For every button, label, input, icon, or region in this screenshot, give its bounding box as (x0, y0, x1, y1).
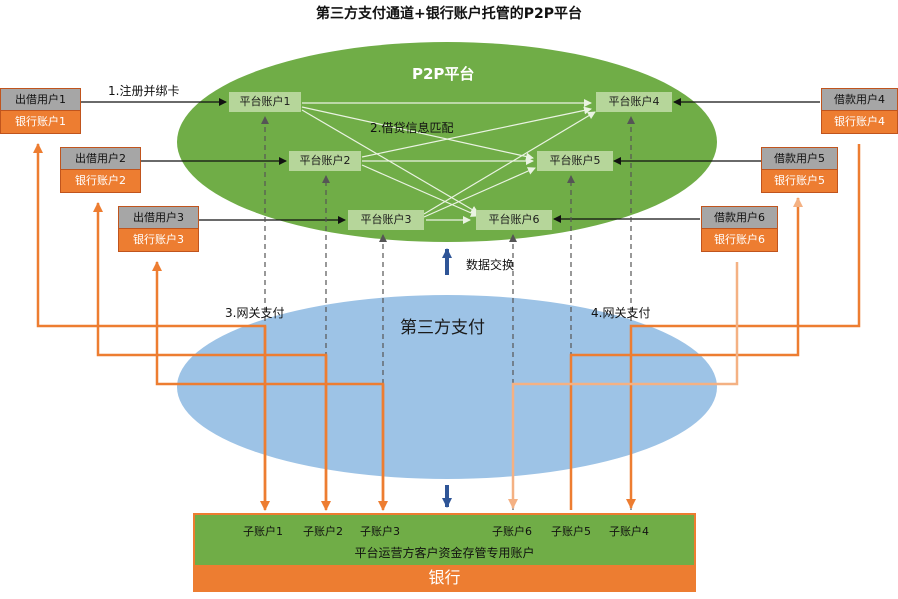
platform-account-6: 平台账户6 (476, 210, 552, 230)
match-label: 2.借贷信息匹配 (370, 121, 454, 135)
sub-account-5: 子账户5 (551, 525, 591, 538)
lender-bank-label: 银行账户2 (75, 174, 126, 187)
lender-payment-paths (33, 143, 388, 511)
lender-user-label: 出借用户3 (119, 207, 198, 229)
third-party-title: 第三方支付 (400, 318, 485, 338)
borrower-user-label: 借款用户4 (822, 89, 897, 111)
sub-account-6: 子账户6 (492, 525, 532, 538)
p2p-platform-ellipse (177, 42, 717, 242)
diagram-title: 第三方支付通道+银行账户托管的P2P平台 (316, 6, 582, 22)
register-label: 1.注册并绑卡 (108, 84, 180, 98)
custody-account-panel: 子账户1 子账户2 子账户3 子账户6 子账户5 子账户4 平台运营方客户资金存… (195, 515, 694, 565)
match-lines (301, 99, 596, 224)
borrower-5: 借款用户5 银行账户5 (761, 147, 838, 193)
data-exchange-label: 数据交换 (466, 258, 515, 272)
lender-1: 出借用户1 银行账户1 (0, 88, 81, 134)
lender-2: 出借用户2 银行账户2 (60, 147, 141, 193)
platform-account-5: 平台账户5 (537, 151, 613, 171)
sub-account-2: 子账户2 (303, 525, 343, 538)
borrower-bank-label: 银行账户6 (714, 233, 765, 246)
gateway-pay-left-label: 3.网关支付 (225, 306, 285, 320)
lender-3: 出借用户3 银行账户3 (118, 206, 199, 252)
borrower-payment-paths (508, 144, 861, 510)
borrower-user-label: 借款用户6 (702, 207, 777, 229)
bank-box: 子账户1 子账户2 子账户3 子账户6 子账户5 子账户4 平台运营方客户资金存… (193, 513, 696, 592)
register-arrows (81, 98, 820, 224)
sub-account-1: 子账户1 (243, 525, 283, 538)
sub-account-4: 子账户4 (609, 525, 649, 538)
platform-account-4: 平台账户4 (596, 92, 672, 112)
lender-bank-label: 银行账户1 (15, 115, 66, 128)
borrower-6: 借款用户6 银行账户6 (701, 206, 778, 252)
borrower-user-label: 借款用户5 (762, 148, 837, 170)
borrower-4: 借款用户4 银行账户4 (821, 88, 898, 134)
platform-account-3: 平台账户3 (348, 210, 424, 230)
third-party-ellipse (177, 295, 717, 479)
borrower-bank-label: 银行账户5 (774, 174, 825, 187)
custody-account-label: 平台运营方客户资金存管专用账户 (354, 546, 535, 560)
gateway-pay-right-label: 4.网关支付 (591, 306, 651, 320)
p2p-platform-title: P2P平台 (412, 65, 475, 83)
sub-account-3: 子账户3 (360, 525, 400, 538)
lender-user-label: 出借用户1 (1, 89, 80, 111)
bank-label: 银行 (195, 565, 694, 590)
borrower-bank-label: 银行账户4 (834, 115, 885, 128)
platform-account-1: 平台账户1 (229, 92, 301, 112)
lender-bank-label: 银行账户3 (133, 233, 184, 246)
platform-account-2: 平台账户2 (289, 151, 361, 171)
lender-user-label: 出借用户2 (61, 148, 140, 170)
